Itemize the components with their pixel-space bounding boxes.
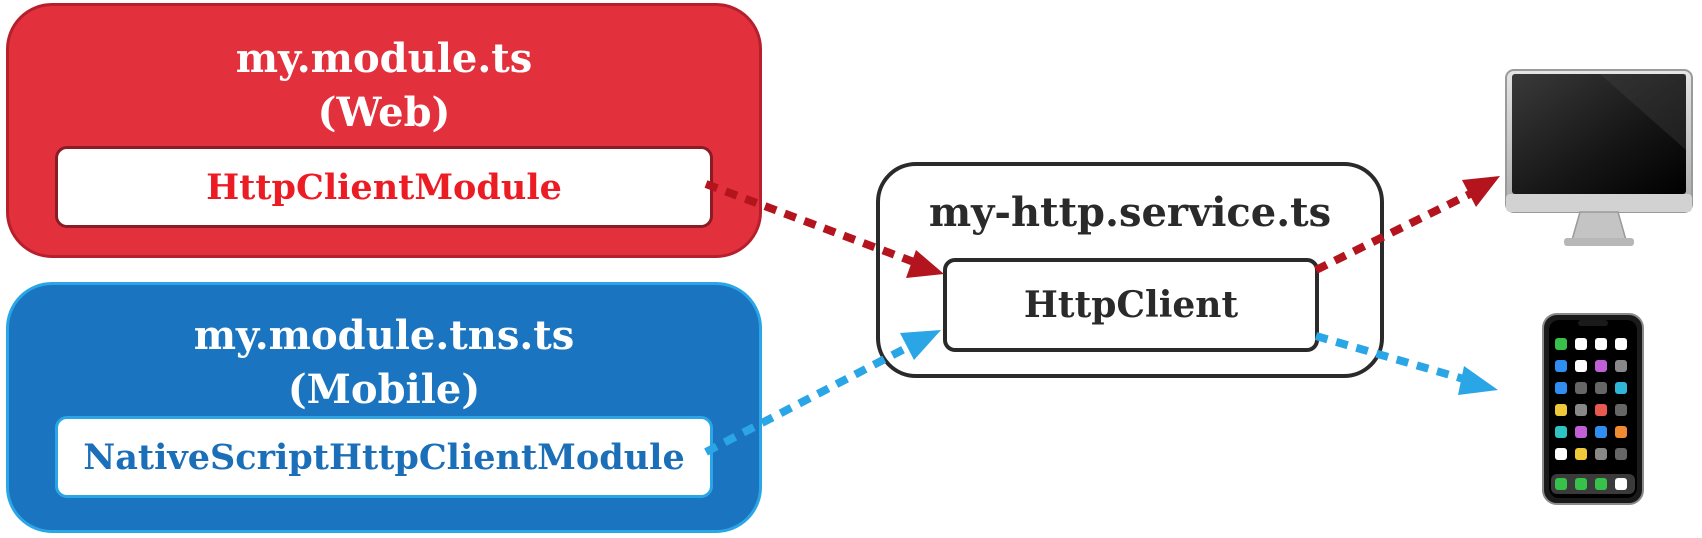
http-service-box: my-http.service.ts HttpClient [876,162,1384,378]
mobile-module-title: my.module.tns.ts (Mobile) [9,309,759,417]
http-service-title: my-http.service.ts [928,189,1332,236]
arrow-httpclient-to-desktop [1314,176,1500,274]
arrow-httpclient-to-phone [1314,332,1498,395]
web-module-platform: (Web) [317,89,451,136]
mobile-module-filename: my.module.tns.ts [193,312,575,359]
nativescript-http-client-module-box: NativeScriptHttpClientModule [55,416,713,498]
http-client-module-label: HttpClientModule [206,166,562,208]
http-client-label: HttpClient [1023,284,1239,326]
web-module-filename: my.module.ts [235,35,533,82]
mobile-phone-icon [1542,313,1644,505]
web-module-box: my.module.ts (Web) HttpClientModule [6,3,762,258]
nativescript-http-client-module-label: NativeScriptHttpClientModule [83,436,685,478]
arrow-mobile-to-httpclient [704,330,941,456]
desktop-computer-icon [1505,69,1693,246]
arrow-web-to-httpclient [704,180,944,278]
web-module-title: my.module.ts (Web) [9,32,759,140]
mobile-module-box: my.module.tns.ts (Mobile) NativeScriptHt… [6,282,762,533]
http-client-box: HttpClient [943,258,1319,352]
mobile-module-platform: (Mobile) [287,366,481,413]
